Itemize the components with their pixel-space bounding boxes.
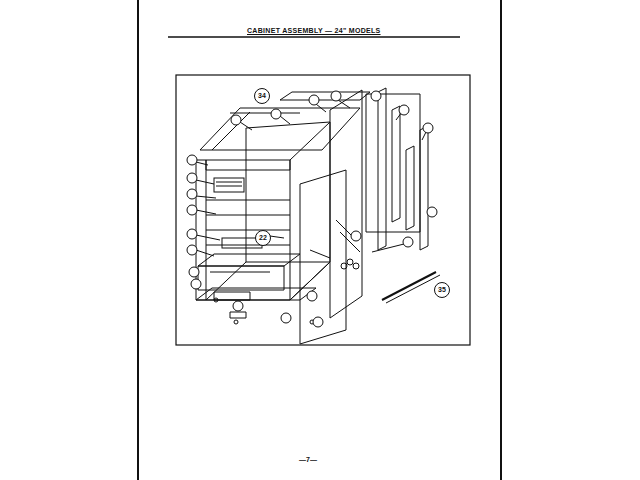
callout-number: 22 bbox=[255, 230, 271, 246]
page-number: —7— bbox=[299, 456, 317, 463]
callout-number: 35 bbox=[434, 282, 450, 298]
page-title: CABINET ASSEMBLY — 24" MODELS bbox=[247, 27, 381, 34]
callout-number: 34 bbox=[254, 88, 270, 104]
